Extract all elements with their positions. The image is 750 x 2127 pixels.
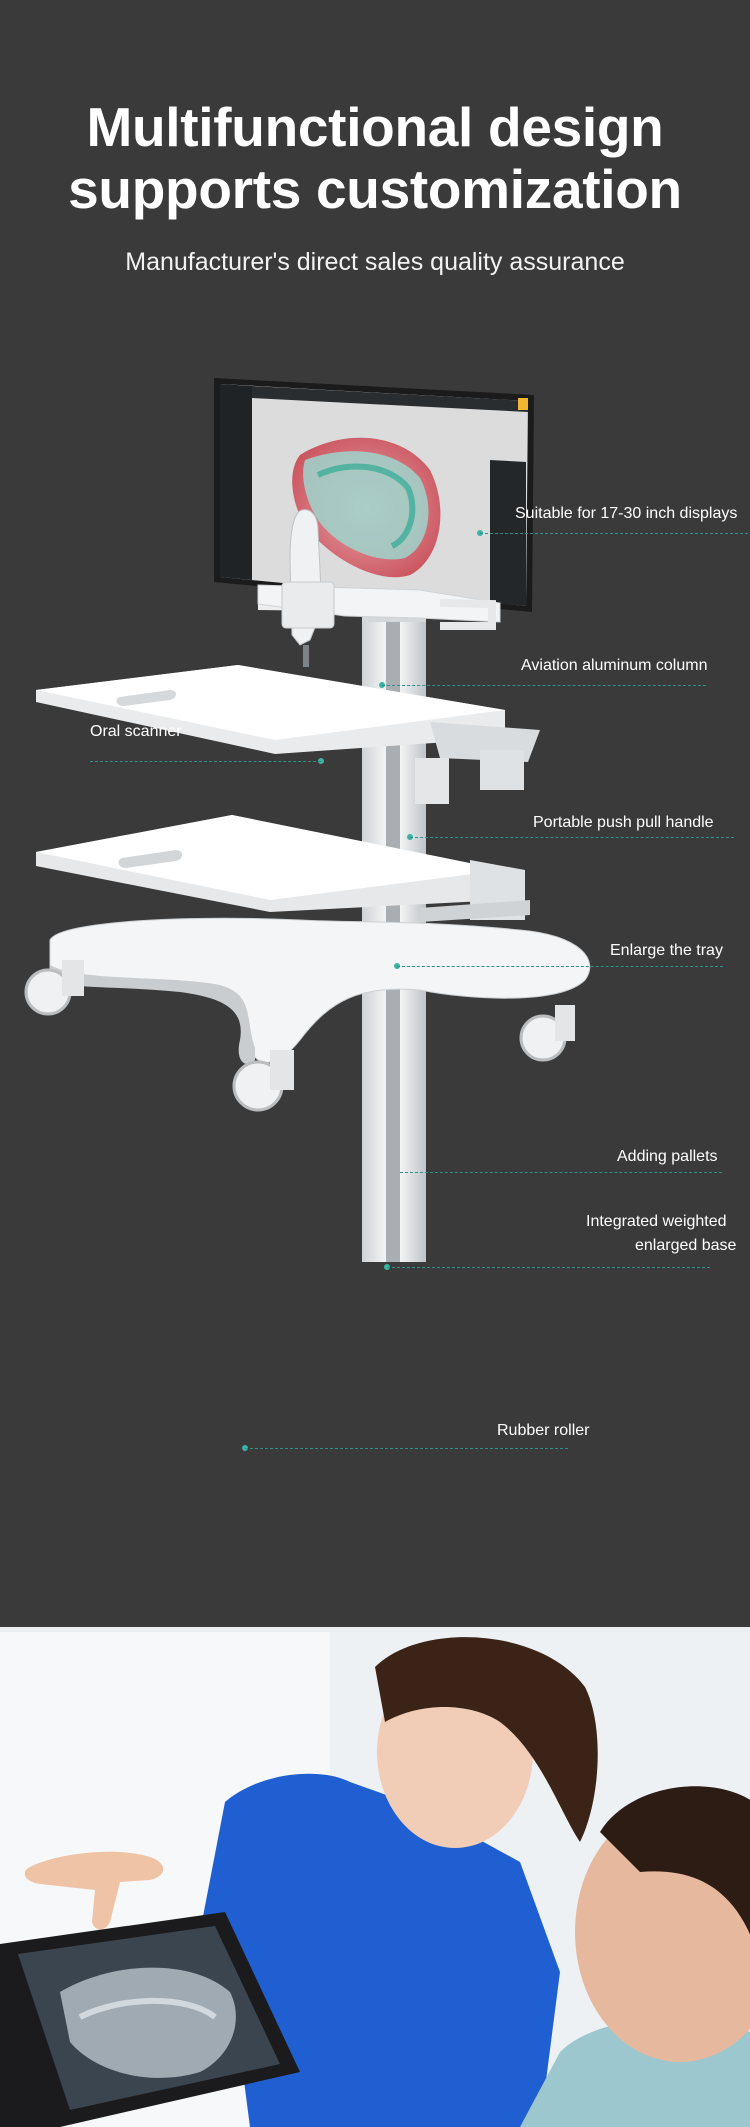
tablet-device <box>0 1912 300 2127</box>
weighted-base <box>48 917 591 1064</box>
patient-hair <box>600 1786 750 1935</box>
base-leader <box>387 1267 710 1268</box>
upper-tray <box>36 665 540 804</box>
handle-label: Portable push pull handle <box>533 814 714 831</box>
dentist-hand <box>24 1851 164 1930</box>
title-line-1: Multifunctional design <box>86 96 664 158</box>
base-label-line1: Integrated weighted <box>586 1213 727 1230</box>
page-title: Multifunctional design supports customiz… <box>0 96 750 220</box>
column-label: Aviation aluminum column <box>521 657 708 674</box>
base-label-line2: enlarged base <box>635 1237 737 1254</box>
handle-leader <box>410 837 734 838</box>
rubber-rollers <box>24 960 575 1112</box>
dentist-scene <box>0 1632 750 2127</box>
oral-scanner <box>281 509 335 667</box>
scanner-leader <box>90 761 321 762</box>
page-subtitle: Manufacturer's direct sales quality assu… <box>125 248 625 276</box>
tray-leader <box>397 966 723 967</box>
display-label: Suitable for 17-30 inch displays <box>515 505 738 522</box>
section-divider <box>0 1627 750 1632</box>
scanner-label: Oral scanner <box>90 723 182 740</box>
tray-label: Enlarge the tray <box>610 942 723 959</box>
display-monitor <box>214 378 534 612</box>
pallets-leader <box>400 1172 722 1173</box>
cart-illustration <box>24 378 591 1262</box>
roller-label: Rubber roller <box>497 1422 590 1439</box>
scanner-dot <box>318 758 324 764</box>
pallets-label: Adding pallets <box>617 1148 718 1165</box>
dentist-photo <box>0 1632 750 2127</box>
roller-leader <box>245 1448 568 1449</box>
xray-teeth <box>60 1967 236 2078</box>
title-line-2: supports customization <box>68 158 682 220</box>
display-leader <box>480 533 748 534</box>
lower-tray <box>36 815 530 922</box>
hero-section: Multifunctional design supports customiz… <box>0 96 750 1451</box>
dentist-hair <box>375 1637 598 1842</box>
dentist-scrubs <box>200 1773 560 2127</box>
column-leader <box>382 685 706 686</box>
